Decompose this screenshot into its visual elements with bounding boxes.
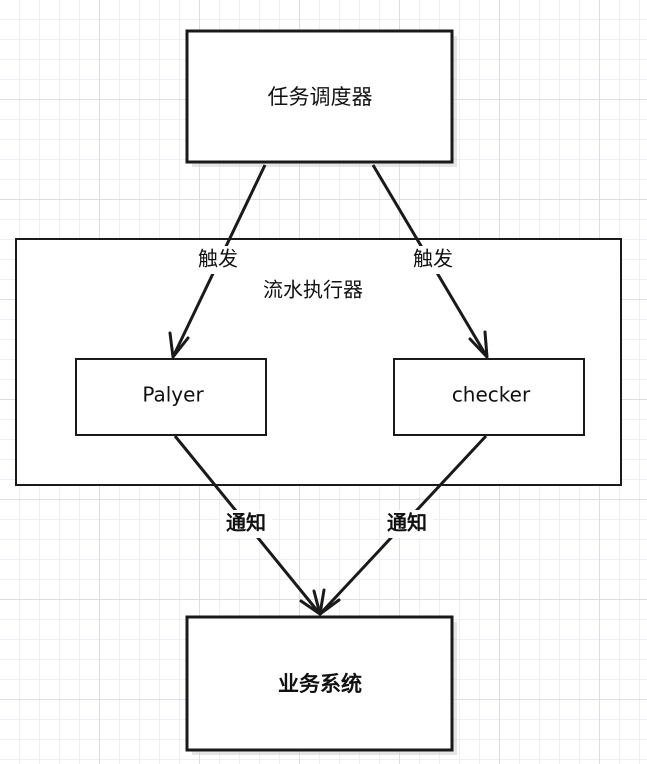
label-trigger-left: 触发 bbox=[198, 247, 238, 271]
arrowhead-trigger-left bbox=[168, 331, 190, 359]
business-box bbox=[185, 615, 454, 752]
arrowhead-trigger-right bbox=[468, 330, 489, 359]
scheduler-box bbox=[185, 29, 454, 164]
player-box bbox=[75, 358, 267, 436]
label-trigger-right: 触发 bbox=[413, 247, 453, 271]
player-label: Palyer bbox=[142, 383, 204, 407]
checker-box bbox=[393, 358, 585, 436]
label-bg-trigger-right bbox=[407, 246, 459, 274]
label-notify-right: 通知 bbox=[387, 511, 427, 535]
executor-label: 流水执行器 bbox=[263, 278, 363, 302]
arrowhead-notify-right bbox=[318, 588, 341, 616]
label-notify-left: 通知 bbox=[226, 511, 266, 535]
label-bg-notify-left bbox=[220, 510, 272, 538]
checker-label: checker bbox=[452, 383, 531, 407]
label-bg-trigger-left bbox=[192, 246, 244, 274]
business-label: 业务系统 bbox=[278, 672, 362, 696]
label-bg-notify-right bbox=[381, 510, 433, 538]
scheduler-label: 任务调度器 bbox=[268, 85, 373, 109]
